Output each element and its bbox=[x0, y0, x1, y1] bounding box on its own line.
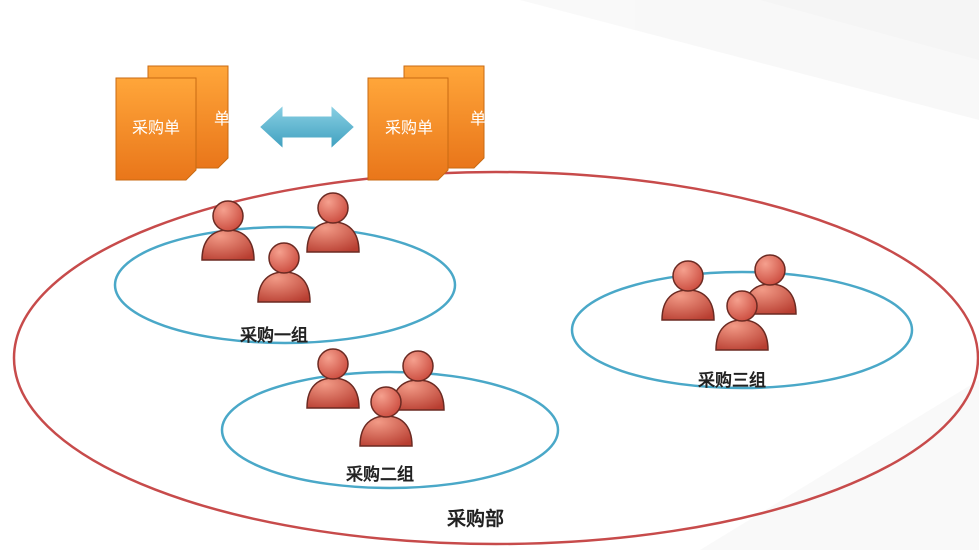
group-one-ellipse bbox=[113, 225, 457, 345]
document-front-label: 采购单 bbox=[132, 119, 180, 137]
group-three-people bbox=[661, 254, 797, 351]
double-arrow-icon bbox=[255, 99, 359, 155]
person-icon bbox=[201, 200, 255, 261]
document-back-label: 单 bbox=[214, 110, 230, 128]
group-one-label: 采购一组 bbox=[239, 325, 308, 346]
group-one-people bbox=[201, 192, 360, 303]
group-two-people bbox=[306, 348, 445, 447]
document-back-label: 单 bbox=[470, 110, 486, 128]
group-three-ellipse bbox=[570, 270, 914, 390]
person-icon bbox=[661, 260, 715, 321]
document-stack-left: 单 采购单 bbox=[115, 65, 230, 181]
department-ellipse bbox=[12, 170, 979, 546]
department-label: 采购部 bbox=[447, 507, 504, 530]
group-two-ellipse bbox=[220, 370, 560, 490]
document-front-label: 采购单 bbox=[385, 119, 433, 137]
group-two-label: 采购二组 bbox=[345, 464, 414, 485]
person-icon bbox=[257, 242, 311, 303]
group-three-label: 采购三组 bbox=[697, 370, 766, 391]
person-icon bbox=[306, 192, 360, 253]
document-stack-right: 单 采购单 bbox=[367, 65, 486, 181]
background-decoration bbox=[520, 0, 979, 550]
